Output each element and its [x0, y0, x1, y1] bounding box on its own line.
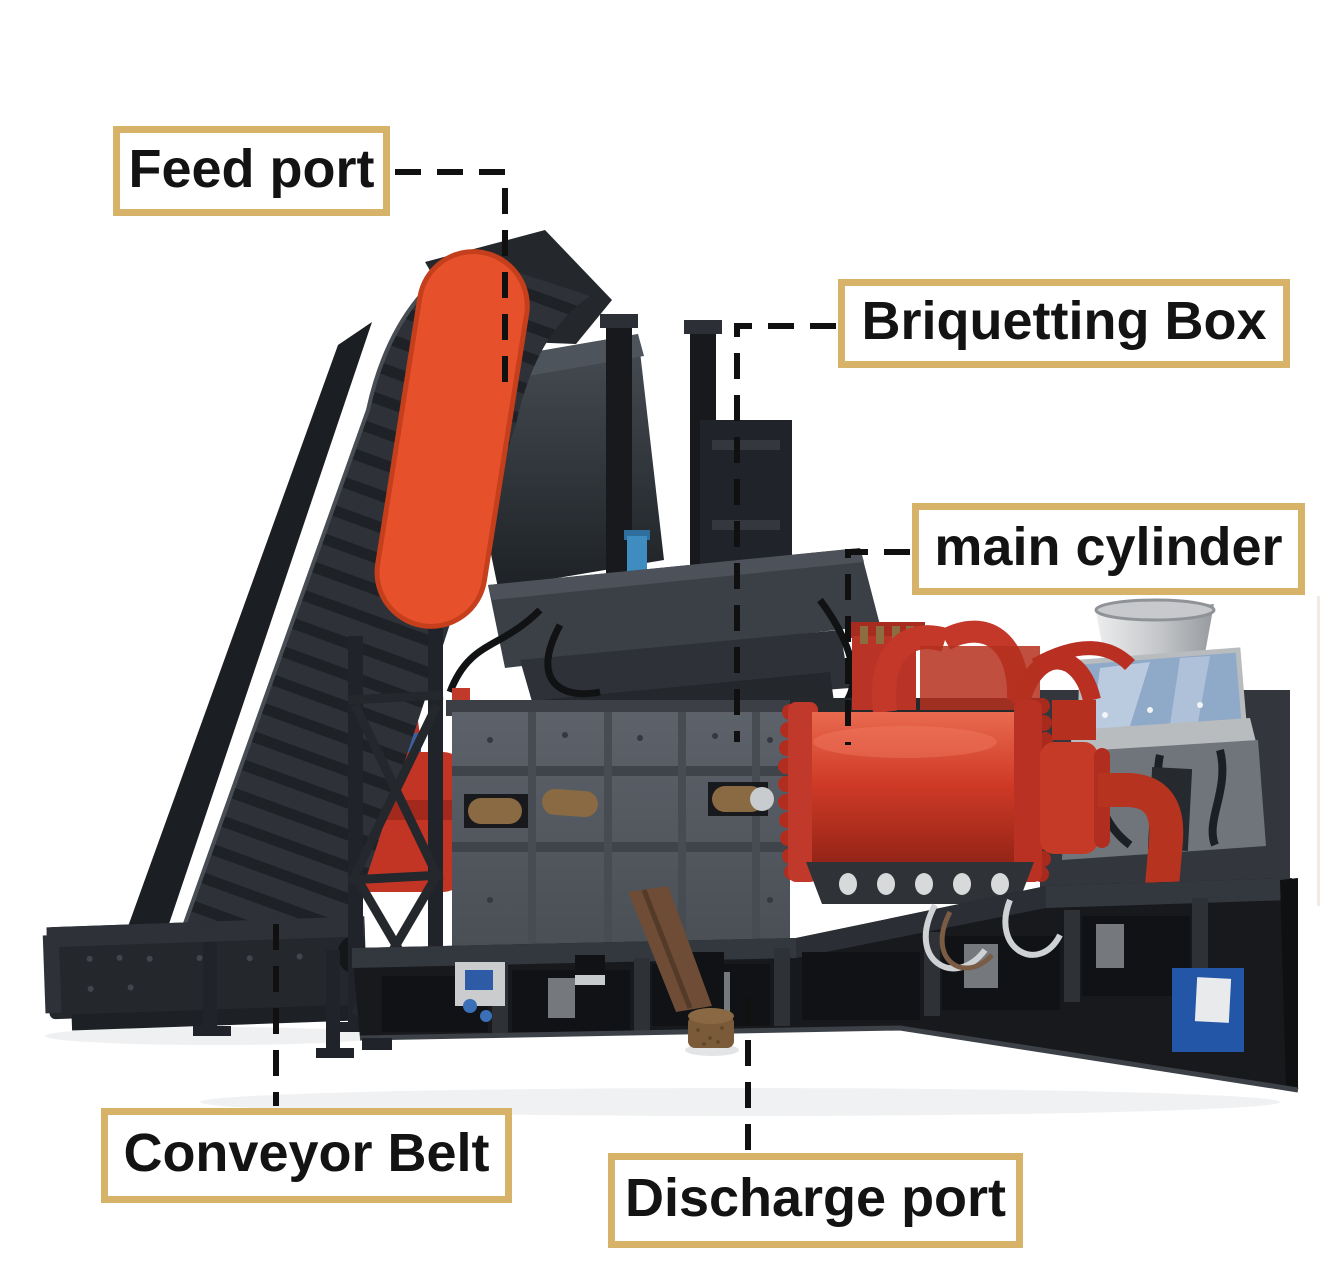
main-cylinder-assembly — [778, 620, 1184, 904]
oil-cooler — [1077, 647, 1247, 737]
discharge-chute — [628, 886, 712, 1012]
main-cylinder-barrel — [812, 712, 1020, 872]
label-briquetting-box: Briquetting Box — [838, 279, 1290, 368]
connector-briquetting-box — [734, 323, 836, 742]
connector-main-cylinder — [845, 549, 910, 745]
cylinder-mount-foot — [806, 862, 1034, 904]
label-main-cylinder: main cylinder — [912, 503, 1305, 595]
briquette-samples-in-box — [464, 782, 774, 828]
feed-port-disc — [374, 249, 530, 629]
hydraulic-manifold — [845, 620, 1135, 714]
label-discharge-port-text: Discharge port — [624, 1168, 1007, 1228]
label-feed-port-text: Feed port — [128, 138, 375, 199]
label-conveyor-belt: Conveyor Belt — [101, 1108, 512, 1203]
photo-edge-artifact — [1317, 596, 1320, 906]
label-conveyor-belt-text: Conveyor Belt — [123, 1123, 490, 1183]
elbow-pipe — [1098, 773, 1184, 888]
cylinder-nose — [1040, 742, 1098, 854]
label-feed-port: Feed port — [113, 126, 390, 216]
label-discharge-port: Discharge port — [608, 1153, 1023, 1248]
label-briquetting-box-text: Briquetting Box — [861, 291, 1267, 351]
briquetting-box-body — [446, 700, 796, 947]
connector-feed-port — [395, 169, 508, 395]
label-main-cylinder-text: main cylinder — [934, 516, 1283, 577]
briquette-output — [685, 1008, 739, 1056]
